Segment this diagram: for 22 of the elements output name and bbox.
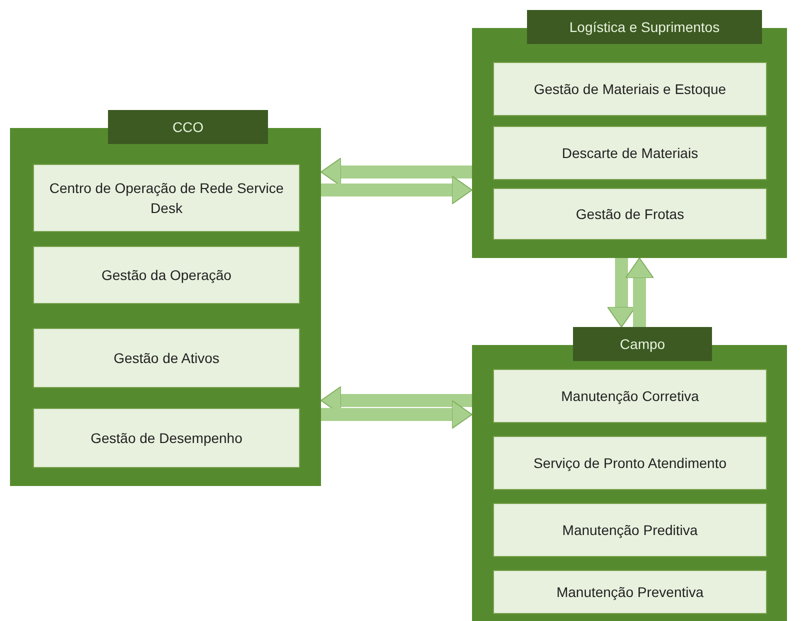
group-header: Logística e Suprimentos [527, 10, 762, 44]
item-box: Manutenção Preventiva [493, 570, 767, 614]
group-header: Campo [573, 327, 712, 361]
group-panel [472, 327, 787, 621]
arrow [321, 400, 472, 429]
arrow [320, 158, 472, 186]
group-panel [472, 10, 787, 258]
item-box: Gestão da Operação [33, 246, 300, 304]
group-panel [10, 110, 321, 486]
group-header: CCO [108, 110, 268, 144]
item-box: Centro de Operação de Rede Service Desk [33, 164, 300, 232]
item-box: Descarte de Materiais [493, 126, 767, 180]
item-box: Manutenção Corretiva [493, 369, 767, 423]
arrow [607, 258, 636, 328]
item-box: Serviço de Pronto Atendimento [493, 436, 767, 490]
item-box: Gestão de Materiais e Estoque [493, 62, 767, 116]
arrow [321, 176, 472, 204]
item-box: Gestão de Desempenho [33, 408, 300, 468]
item-box: Manutenção Preditiva [493, 503, 767, 557]
item-box: Gestão de Frotas [493, 188, 767, 240]
arrow [625, 258, 654, 327]
item-box: Gestão de Ativos [33, 328, 300, 388]
